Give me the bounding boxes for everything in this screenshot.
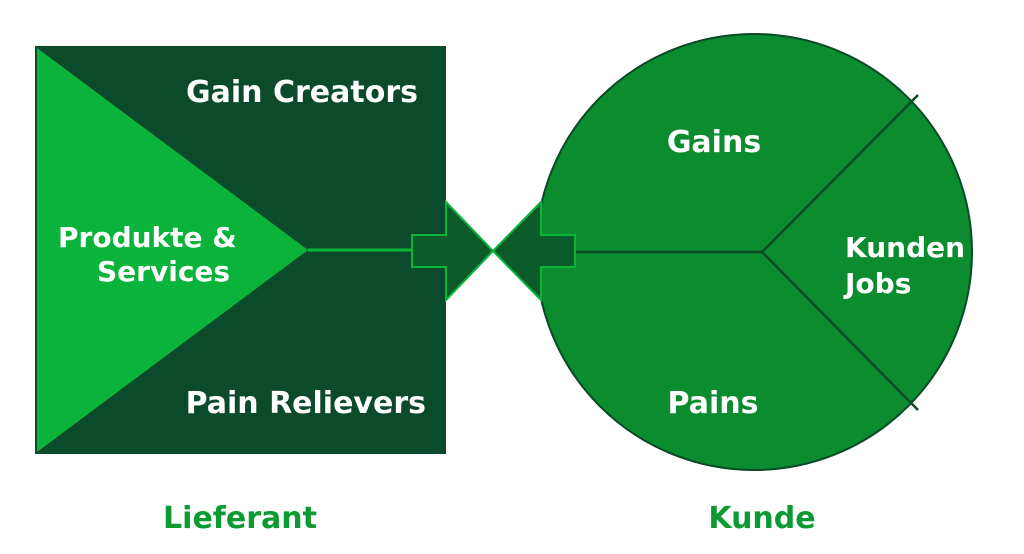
products-services-label-line2: Services [97, 255, 230, 288]
customer-caption: Kunde [708, 501, 815, 536]
pain-relievers-label: Pain Relievers [186, 386, 426, 421]
gain-creators-label: Gain Creators [186, 75, 418, 110]
customer-jobs-label-line1: Kunden [845, 231, 965, 264]
products-services-triangle [37, 48, 308, 452]
customer-divider-lower [761, 251, 919, 411]
fit-arrow-right [411, 199, 495, 303]
pains-label: Pains [668, 386, 759, 421]
fit-arrow-left [491, 199, 576, 303]
supplier-caption: Lieferant [163, 501, 317, 536]
gains-label: Gains [667, 125, 761, 160]
customer-divider-upper [761, 94, 919, 253]
customer-jobs-label-line2: Jobs [843, 267, 911, 300]
products-services-label-line1: Produkte & [58, 221, 237, 254]
